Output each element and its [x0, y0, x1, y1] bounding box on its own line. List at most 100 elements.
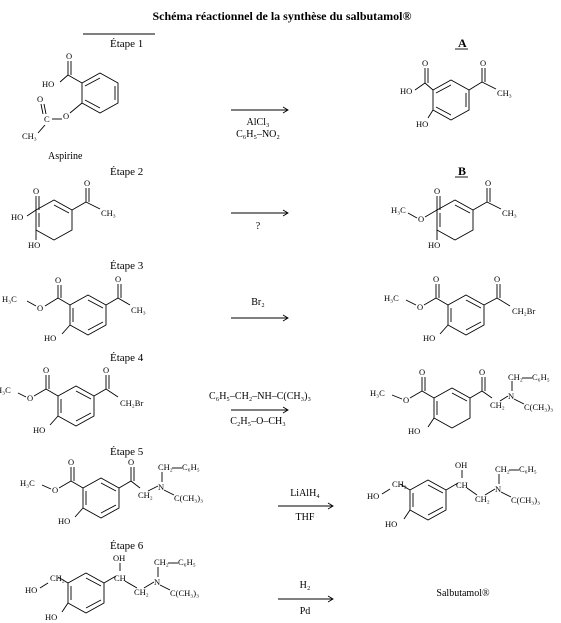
- step-1-solvent: C₆H₅–NO₂: [236, 129, 280, 140]
- svg-text:N: N: [508, 391, 514, 401]
- svg-text:O: O: [115, 274, 121, 284]
- svg-text:O: O: [43, 365, 49, 375]
- svg-text:C(CH₃)₃: C(CH₃)₃: [524, 402, 553, 412]
- step-5-solvent: THF: [296, 512, 315, 523]
- step-4-reactant-structure: O O H₃C HO O CH₂Br: [0, 365, 143, 435]
- step-1-arrow: AlCl₃ C₆H₅–NO₂: [231, 106, 289, 140]
- svg-text:CH₂: CH₂: [134, 587, 149, 597]
- svg-text:C: C: [44, 114, 50, 124]
- step-6-label: Étape 6: [110, 540, 144, 552]
- svg-text:O: O: [485, 178, 491, 188]
- svg-text:HO: HO: [416, 119, 428, 129]
- svg-text:CH₂: CH₂: [158, 462, 173, 472]
- svg-text:CH₂: CH₂: [490, 400, 505, 410]
- svg-text:O: O: [419, 367, 425, 377]
- svg-text:C₆H₅: C₆H₅: [532, 372, 550, 382]
- svg-text:HO: HO: [11, 212, 23, 222]
- step-5-reagent: LiAlH₄: [290, 488, 320, 499]
- svg-text:C(CH₃)₃: C(CH₃)₃: [511, 495, 540, 505]
- step-6: Étape 6 CH₂ HO HO CH OH CH₂ N CH₂ C₆H₅: [25, 540, 490, 622]
- svg-text:C₆H₅: C₆H₅: [178, 557, 196, 567]
- step-5-label: Étape 5: [110, 446, 144, 458]
- svg-text:O: O: [27, 393, 33, 403]
- svg-text:H₃C: H₃C: [384, 293, 399, 303]
- svg-text:H₃C: H₃C: [0, 385, 11, 395]
- svg-text:H₃C: H₃C: [370, 388, 385, 398]
- aspirin-structure: O HO O C O CH₃ Aspirine: [22, 51, 119, 162]
- step-2-arrow: ?: [231, 209, 289, 232]
- svg-text:HO: HO: [367, 491, 379, 501]
- svg-text:CH₃: CH₃: [22, 131, 37, 141]
- product-letter-b: B: [458, 164, 466, 178]
- step-5-product-structure: CH₂ HO HO CH OH CH₂ N CH₂ C₆H₅ C(CH₃)₃: [367, 460, 540, 529]
- svg-text:HO: HO: [428, 240, 440, 250]
- svg-text:HO: HO: [28, 240, 40, 250]
- svg-text:O: O: [84, 178, 90, 188]
- svg-text:N: N: [158, 482, 164, 492]
- svg-text:O: O: [52, 485, 58, 495]
- svg-text:O: O: [33, 186, 39, 196]
- step-3-reactant-structure: O O H₃C HO O CH₃: [2, 274, 146, 343]
- svg-text:H₃C: H₃C: [2, 294, 17, 304]
- step-3: Étape 3 O O H₃C HO O CH₃ Br₂: [2, 260, 535, 343]
- step-6-arrow: H₂ Pd: [278, 580, 334, 617]
- step-3-reagent: Br₂: [251, 297, 265, 308]
- svg-text:HO: HO: [400, 86, 412, 96]
- svg-text:CH₃: CH₃: [131, 305, 146, 315]
- svg-text:C(CH₃)₃: C(CH₃)₃: [170, 588, 199, 598]
- svg-text:CH₂Br: CH₂Br: [512, 306, 535, 316]
- svg-text:HO: HO: [33, 425, 45, 435]
- svg-text:N: N: [154, 577, 160, 587]
- svg-text:O: O: [403, 395, 409, 405]
- svg-text:O: O: [66, 51, 72, 61]
- step-2: Étape 2 B O HO HO O CH₃ ?: [11, 164, 517, 250]
- svg-text:CH₂: CH₂: [138, 490, 153, 500]
- step-2-reactant-structure: O HO HO O CH₃: [11, 178, 116, 250]
- svg-text:O: O: [494, 274, 500, 284]
- step-3-product-structure: O O H₃C HO O CH₂Br: [384, 274, 535, 343]
- svg-text:H₃C: H₃C: [20, 478, 35, 488]
- svg-text:CH₂Br: CH₂Br: [120, 398, 143, 408]
- step-1-label: Étape 1: [110, 38, 143, 50]
- svg-text:HO: HO: [25, 585, 37, 595]
- svg-text:CH₃: CH₃: [497, 88, 512, 98]
- svg-text:O: O: [103, 365, 109, 375]
- step-5: Étape 5 O O H₃C HO O CH₂ N CH₂: [20, 446, 540, 529]
- svg-text:HO: HO: [423, 333, 435, 343]
- step-6-catalyst: Pd: [300, 606, 311, 617]
- svg-text:C₆H₅: C₆H₅: [519, 464, 537, 474]
- svg-text:HO: HO: [45, 612, 57, 622]
- step-3-arrow: Br₂: [231, 297, 289, 322]
- svg-text:OH: OH: [455, 460, 467, 470]
- svg-text:O: O: [422, 58, 428, 68]
- svg-text:CH₂: CH₂: [154, 557, 169, 567]
- svg-text:O: O: [418, 214, 424, 224]
- step-1: Étape 1 A O HO O C O CH₃ Aspirine: [22, 33, 512, 162]
- svg-text:O: O: [480, 58, 486, 68]
- scheme-title: Schéma réactionnel de la synthèse du sal…: [153, 9, 412, 23]
- step-6-reactant-structure: CH₂ HO HO CH OH CH₂ N CH₂ C₆H₅ C(CH₃)₃: [25, 553, 199, 622]
- svg-text:HO: HO: [385, 519, 397, 529]
- svg-text:CH: CH: [114, 573, 126, 583]
- step-4-label: Étape 4: [110, 352, 144, 364]
- step-4-arrow: C₆H₅–CH₂–NH–C(CH₃)₃ C₂H₅–O–CH₃: [209, 391, 311, 427]
- svg-text:O: O: [63, 111, 69, 121]
- product-a-structure: O HO HO O CH₃: [400, 58, 512, 129]
- salbutamol-name: Salbutamol®: [436, 588, 490, 599]
- step-4-product-structure: O O H₃C HO O CH₂ N CH₂ C₆H₅ C(CH₃)₃: [370, 367, 553, 436]
- step-5-reactant-structure: O O H₃C HO O CH₂ N CH₂ C₆H₅ C(CH₃)₃: [20, 457, 203, 526]
- svg-text:CH₂: CH₂: [495, 464, 510, 474]
- step-1-reagent: AlCl₃: [247, 117, 270, 128]
- svg-text:O: O: [37, 303, 43, 313]
- svg-text:N: N: [495, 484, 501, 494]
- step-2-label: Étape 2: [110, 166, 143, 178]
- svg-text:O: O: [434, 186, 440, 196]
- svg-text:CH₂: CH₂: [50, 573, 65, 583]
- product-b-structure: O O H₃C HO O CH₃: [391, 178, 517, 250]
- svg-text:O: O: [433, 274, 439, 284]
- svg-text:HO: HO: [44, 333, 56, 343]
- svg-text:O: O: [417, 302, 423, 312]
- step-3-label: Étape 3: [110, 260, 144, 272]
- svg-text:O: O: [37, 94, 43, 104]
- svg-text:C₆H₅: C₆H₅: [182, 462, 200, 472]
